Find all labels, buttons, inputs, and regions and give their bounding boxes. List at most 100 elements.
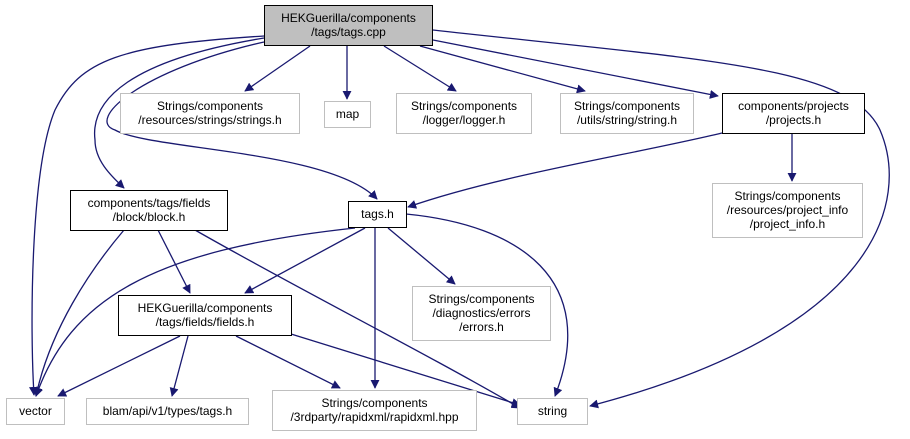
edge-line xyxy=(34,227,356,397)
edge-root-to-block xyxy=(93,37,265,189)
node-label-line: /tags/fields/fields.h xyxy=(156,315,255,329)
node-label-line: /tags/tags.cpp xyxy=(311,25,386,39)
node-label-line: /resources/project_info xyxy=(727,203,849,217)
node-label-line: /errors.h xyxy=(459,320,504,334)
node-box xyxy=(712,183,863,238)
edge-line xyxy=(57,335,181,397)
node-label-line: Strings/components xyxy=(428,292,534,306)
node-box xyxy=(324,101,371,128)
edge-line xyxy=(235,335,341,389)
node-box xyxy=(348,201,407,228)
edge-line xyxy=(432,39,719,99)
node-box xyxy=(396,93,532,134)
edge-line xyxy=(407,132,723,209)
edge-line xyxy=(157,229,191,294)
node-box xyxy=(86,398,249,425)
edge-fields-to-rapidxml xyxy=(235,335,341,389)
node-label-line: Strings/components xyxy=(157,99,263,113)
node-box xyxy=(272,390,477,431)
edge-line xyxy=(387,227,456,285)
edge-line xyxy=(106,41,378,200)
edge-fields-to-vector xyxy=(57,335,181,397)
edge-line xyxy=(383,45,457,92)
node-label-line: /diagnostics/errors xyxy=(432,306,530,320)
edges-layer xyxy=(29,29,890,409)
node-root: HEKGuerilla/components/tags/tags.cpp xyxy=(264,5,433,46)
node-label-line: /utils/string/string.h xyxy=(577,113,677,127)
edge-block-to-vector xyxy=(33,229,125,397)
node-projects[interactable]: components/projects/projects.h xyxy=(722,93,865,134)
edge-line xyxy=(169,335,189,397)
node-block[interactable]: components/tags/fields/block/block.h xyxy=(70,190,228,231)
edge-line xyxy=(432,29,890,409)
node-label-line: vector xyxy=(19,404,52,418)
node-box xyxy=(70,190,228,231)
node-label-line: HEKGuerilla/components xyxy=(138,301,273,315)
node-utils_string: Strings/components/utils/string/string.h xyxy=(560,93,694,134)
node-label-line: components/tags/fields xyxy=(88,196,211,210)
edge-line xyxy=(33,229,125,397)
node-label-line: string xyxy=(538,404,567,418)
node-label-line: /resources/strings/strings.h xyxy=(138,113,281,127)
edge-root-to-tags_h xyxy=(106,41,378,200)
node-label-line: blam/api/v1/types/tags.h xyxy=(103,404,232,418)
node-box xyxy=(517,398,588,425)
edge-root-to-logger xyxy=(383,45,457,92)
edge-tags_h-to-errors xyxy=(387,227,456,285)
edge-line xyxy=(29,35,265,396)
edge-line xyxy=(419,45,586,94)
node-label-line: map xyxy=(336,107,360,121)
edge-line xyxy=(244,227,366,294)
node-errors: Strings/components/diagnostics/errors/er… xyxy=(412,286,551,341)
node-label-line: HEKGuerilla/components xyxy=(281,11,416,25)
node-label-line: /logger/logger.h xyxy=(423,113,506,127)
node-rapidxml: Strings/components/3rdparty/rapidxml/rap… xyxy=(272,390,477,431)
node-map: map xyxy=(324,101,371,128)
node-box xyxy=(264,5,433,46)
edge-line xyxy=(290,333,521,407)
node-label-line: Strings/components xyxy=(321,396,427,410)
node-logger: Strings/components/logger/logger.h xyxy=(396,93,532,134)
edge-block-to-fields xyxy=(157,229,191,294)
edge-root-to-strings xyxy=(244,45,311,92)
node-box xyxy=(118,295,292,336)
node-string: string xyxy=(517,398,588,425)
node-strings: Strings/components/resources/strings/str… xyxy=(120,93,300,134)
edge-tags_h-to-string xyxy=(405,213,569,397)
node-label-line: Strings/components xyxy=(411,99,517,113)
edge-root-to-projects xyxy=(432,39,719,99)
edge-line xyxy=(405,213,569,397)
node-label-line: Strings/components xyxy=(734,189,840,203)
node-label-line: Strings/components xyxy=(574,99,680,113)
edge-line xyxy=(93,37,265,189)
edge-root-to-vector xyxy=(29,35,265,396)
edge-fields-to-string xyxy=(290,333,521,407)
node-box xyxy=(412,286,551,341)
node-box xyxy=(6,398,65,425)
edge-line xyxy=(194,229,521,409)
node-label-line: /projects.h xyxy=(766,113,821,127)
edge-root-to-utils_string xyxy=(419,45,586,94)
node-box xyxy=(722,93,865,134)
edge-block-to-string xyxy=(194,229,521,409)
node-label-line: /project_info.h xyxy=(750,217,825,231)
node-project_info: Strings/components/resources/project_inf… xyxy=(712,183,863,238)
edge-root-to-string xyxy=(432,29,890,409)
node-tags_h[interactable]: tags.h xyxy=(348,201,407,228)
node-fields[interactable]: HEKGuerilla/components/tags/fields/field… xyxy=(118,295,292,336)
edge-projects-to-tags_h xyxy=(407,132,723,209)
node-label-line: tags.h xyxy=(361,207,394,221)
edge-tags_h-to-vector xyxy=(34,227,356,397)
edge-line xyxy=(244,45,311,92)
node-box xyxy=(120,93,300,134)
nodes-layer: HEKGuerilla/components/tags/tags.cppStri… xyxy=(6,5,865,431)
node-box xyxy=(560,93,694,134)
node-vector: vector xyxy=(6,398,65,425)
node-label-line: /block/block.h xyxy=(113,210,186,224)
edge-tags_h-to-fields xyxy=(244,227,366,294)
node-label-line: components/projects xyxy=(738,99,849,113)
node-label-line: /3rdparty/rapidxml/rapidxml.hpp xyxy=(290,410,458,424)
edge-fields-to-blam_tags xyxy=(169,335,189,397)
node-blam_tags: blam/api/v1/types/tags.h xyxy=(86,398,249,425)
